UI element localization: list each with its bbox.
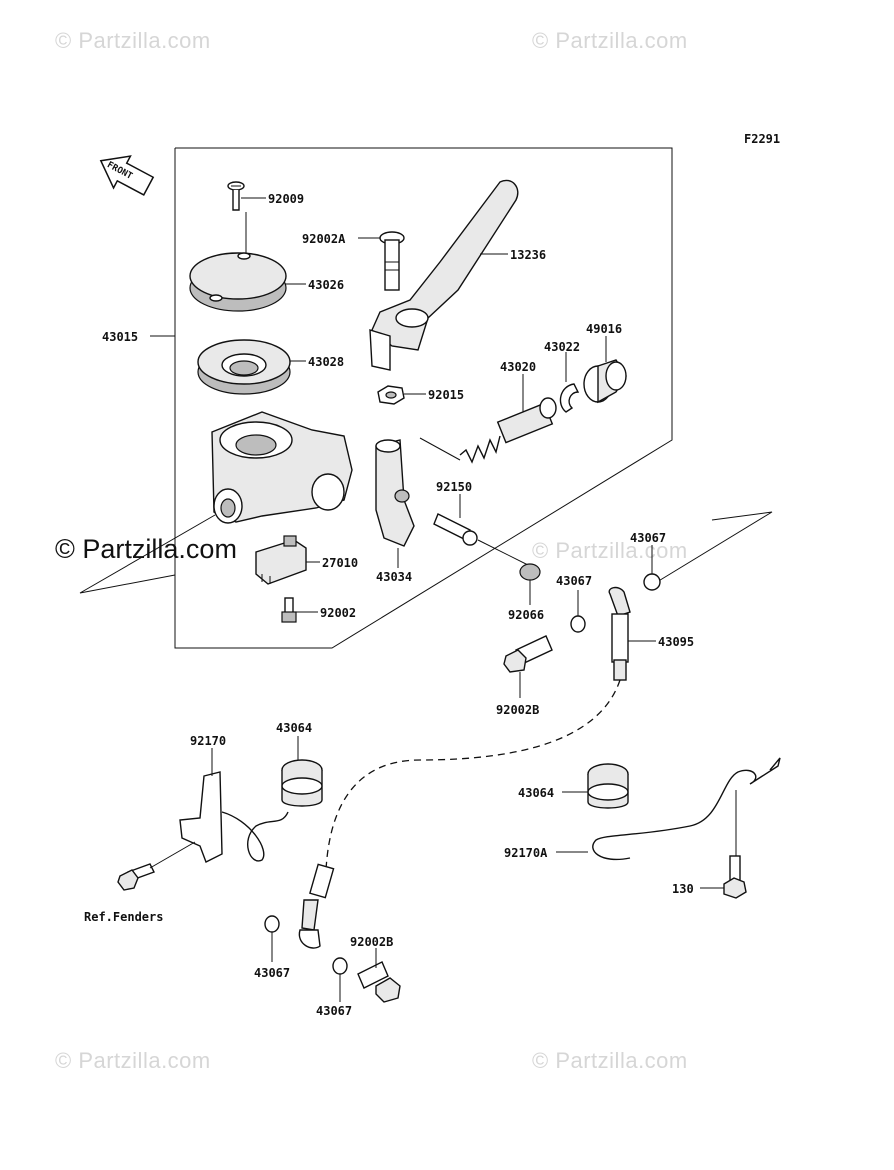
brake-lever-13236 — [369, 179, 519, 371]
part-label-43095[interactable]: 43095 — [658, 635, 695, 649]
part-label-92009[interactable]: 92009 — [268, 192, 305, 206]
front-arrow-icon — [99, 155, 155, 196]
part-label-43067[interactable]: 43067 — [316, 1004, 353, 1018]
piston-43020 — [459, 397, 557, 464]
master-cylinder-body — [211, 411, 353, 524]
part-label-43064[interactable]: 43064 — [276, 721, 313, 735]
grommet-43064 — [587, 763, 629, 809]
circlip-43022 — [559, 383, 580, 413]
nut-92015 — [377, 385, 405, 405]
part-label-43067[interactable]: 43067 — [630, 531, 667, 545]
clamp-92170A — [592, 757, 781, 861]
part-label-49016[interactable]: 49016 — [586, 322, 623, 336]
part-label-92002[interactable]: 92002 — [320, 606, 357, 620]
part-label-43026[interactable]: 43026 — [308, 278, 345, 292]
banjo-bolt-92002B — [357, 961, 401, 1003]
watermark: © Partzilla.com — [532, 1048, 688, 1073]
grommet-43064 — [281, 759, 323, 807]
brake-hose-43095 — [608, 586, 631, 681]
part-label-43020[interactable]: 43020 — [500, 360, 537, 374]
assembly-frame-right — [651, 511, 773, 586]
pivot-bolt-92002A — [379, 231, 405, 291]
watermark: © Partzilla.com — [55, 534, 237, 564]
dust-boot-49016 — [583, 359, 627, 404]
watermark: © Partzilla.com — [55, 28, 211, 53]
diagram-code: F2291 — [744, 132, 781, 146]
assembly-frame — [174, 147, 673, 649]
part-label-92170A[interactable]: 92170A — [504, 846, 548, 860]
part-label-13236[interactable]: 13236 — [510, 248, 547, 262]
part-label-43022[interactable]: 43022 — [544, 340, 581, 354]
diaphragm-43028 — [197, 339, 291, 395]
watermark: © Partzilla.com — [532, 538, 688, 563]
part-label-43034[interactable]: 43034 — [376, 570, 413, 584]
part-label-130[interactable]: 130 — [672, 882, 694, 896]
watermark: © Partzilla.com — [55, 1048, 211, 1073]
fender-bolt — [117, 863, 155, 891]
ref-fenders-label[interactable]: Ref.Fenders — [84, 910, 164, 924]
bracket-92170 — [179, 771, 289, 863]
washer-43067 — [570, 615, 586, 633]
reservoir-cap-43026 — [189, 252, 287, 312]
assembly-frame-lower — [79, 514, 216, 594]
holder-43034 — [375, 439, 415, 547]
part-label-92015[interactable]: 92015 — [428, 388, 465, 402]
part-label-92066[interactable]: 92066 — [508, 608, 545, 622]
brake-hose-lower — [298, 863, 335, 949]
switch-27010 — [255, 535, 307, 585]
watermark: © Partzilla.com — [532, 28, 688, 53]
screw-92009 — [227, 181, 245, 211]
part-label-43067[interactable]: 43067 — [556, 574, 593, 588]
bolt-130 — [723, 855, 747, 899]
part-label-92170[interactable]: 92170 — [190, 734, 227, 748]
part-label-27010[interactable]: 27010 — [322, 556, 359, 570]
washer-43067 — [643, 573, 661, 591]
bolt-92150 — [433, 513, 478, 546]
part-label-92150[interactable]: 92150 — [436, 480, 473, 494]
part-label-92002B[interactable]: 92002B — [350, 935, 394, 949]
washer-43067 — [264, 915, 280, 933]
part-label-43064[interactable]: 43064 — [518, 786, 555, 800]
cap-92066 — [519, 563, 541, 581]
part-label-43028[interactable]: 43028 — [308, 355, 345, 369]
part-label-43067[interactable]: 43067 — [254, 966, 291, 980]
part-label-92002B[interactable]: 92002B — [496, 703, 540, 717]
part-label-92002A[interactable]: 92002A — [302, 232, 346, 246]
banjo-bolt-92002B — [503, 635, 553, 673]
washer-43067 — [332, 957, 348, 975]
part-label-43015[interactable]: 43015 — [102, 330, 139, 344]
screw-92002 — [281, 597, 297, 623]
